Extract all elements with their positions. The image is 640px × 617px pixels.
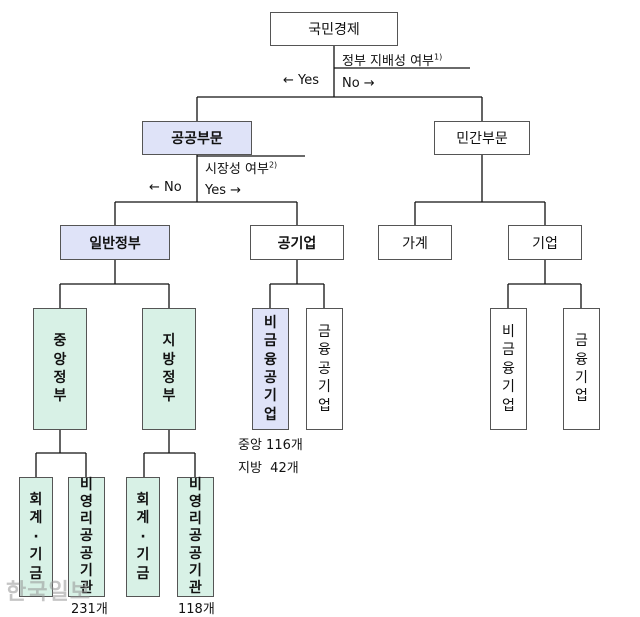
central-nonprofit-label: 비영리공공기관	[80, 477, 93, 596]
central-fund-node: 회계·기금	[19, 477, 53, 597]
central-nonprofit-node: 비영리공공기관	[68, 477, 105, 597]
criterion-market-text: 시장성 여부	[205, 162, 269, 177]
central-public-corp-count: 중앙 116개	[238, 438, 303, 453]
criterion-market-no: ← No	[149, 180, 182, 195]
criterion-control-text: 정부 지배성 여부	[342, 54, 434, 69]
local-nonprofit-label: 비영리공공기관	[189, 477, 202, 596]
local-fund-label: 회계·기금	[136, 491, 150, 582]
public-corporation-node: 공기업	[250, 225, 344, 260]
nonfinancial-corporation-label: 비금융기업	[502, 323, 515, 414]
criterion-control-footnote: 1)	[434, 52, 443, 62]
household-node: 가계	[378, 225, 452, 260]
private-sector-node: 민간부문	[434, 121, 530, 155]
financial-corporation-label: 금융기업	[575, 333, 588, 405]
central-government-node: 중앙정부	[33, 308, 87, 430]
criterion-control-yes: ← Yes	[283, 73, 320, 88]
central-nonprofit-count: 231개	[71, 602, 108, 617]
nonfinancial-public-corporation-label: 비금융공기업	[264, 314, 277, 423]
financial-public-corporation-label: 금융공기업	[318, 323, 331, 414]
local-government-node: 지방정부	[142, 308, 196, 430]
financial-corporation-node: 금융기업	[563, 308, 600, 430]
general-government-node: 일반정부	[60, 225, 170, 260]
central-fund-label: 회계·기금	[29, 491, 43, 582]
criterion-control-no: No →	[342, 76, 375, 91]
local-fund-node: 회계·기금	[126, 477, 160, 597]
enterprise-node: 기업	[508, 225, 582, 260]
nonfinancial-corporation-node: 비금융기업	[490, 308, 527, 430]
root-node: 국민경제	[270, 12, 398, 46]
local-nonprofit-node: 비영리공공기관	[177, 477, 214, 597]
public-sector-node: 공공부문	[142, 121, 252, 155]
criterion-market-footnote: 2)	[268, 160, 278, 170]
nonfinancial-public-corporation-node: 비금융공기업	[252, 308, 289, 430]
central-government-label: 중앙정부	[53, 333, 67, 405]
watermark-logo: 한국일보	[6, 580, 91, 605]
local-nonprofit-count: 118개	[178, 602, 215, 617]
criterion-market-yes: Yes →	[205, 183, 242, 198]
criterion-market-label: 시장성 여부2)	[205, 158, 277, 177]
financial-public-corporation-node: 금융공기업	[306, 308, 343, 430]
criterion-control-label: 정부 지배성 여부1)	[342, 50, 442, 69]
local-government-label: 지방정부	[162, 333, 176, 405]
local-public-corp-count: 지방 42개	[238, 461, 299, 476]
